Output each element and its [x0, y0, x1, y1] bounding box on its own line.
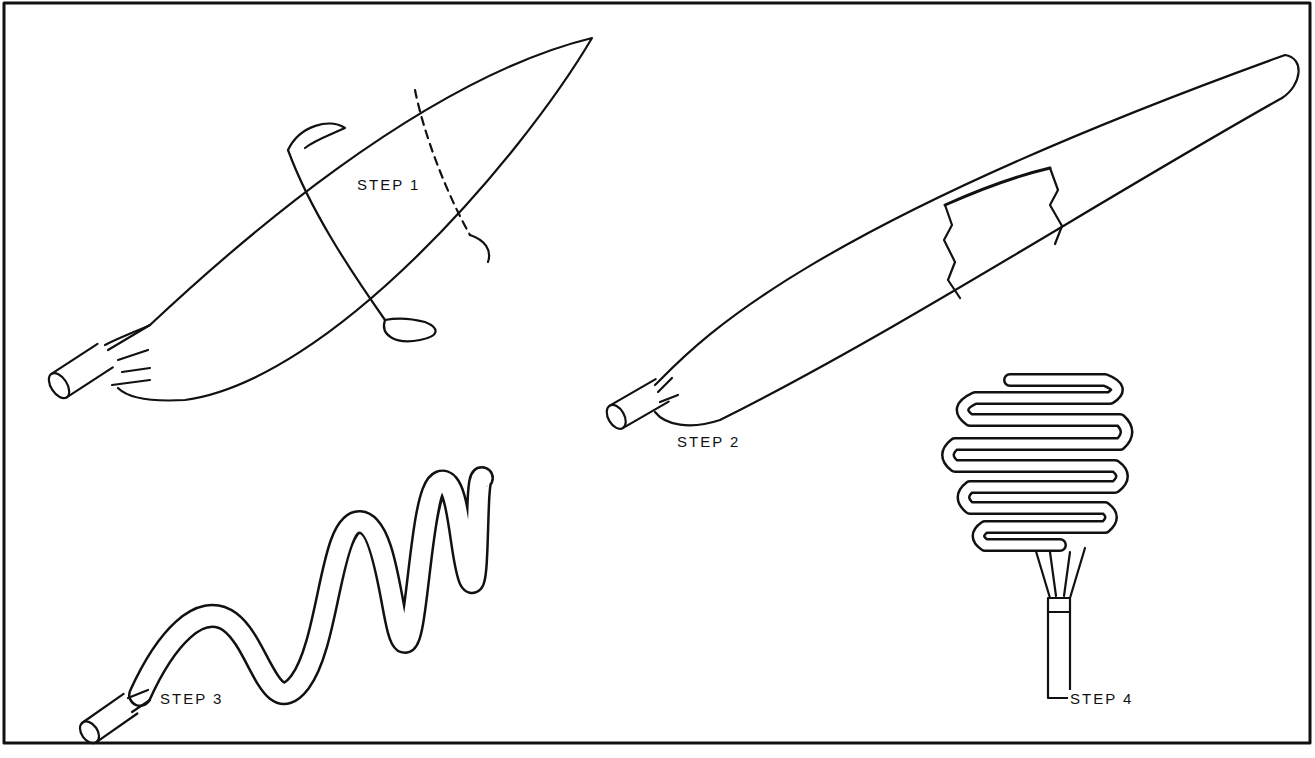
- step4-coil: [948, 380, 1127, 698]
- step-label: STEP 1: [355, 176, 422, 193]
- step2-sheath: [603, 55, 1299, 432]
- step3-sheath: [76, 478, 482, 747]
- step-label: STEP 2: [675, 433, 742, 450]
- frame: [4, 3, 1310, 743]
- step1-sheath: [45, 38, 592, 402]
- step-label: STEP 4: [1068, 690, 1135, 707]
- step-label: STEP 3: [158, 690, 225, 707]
